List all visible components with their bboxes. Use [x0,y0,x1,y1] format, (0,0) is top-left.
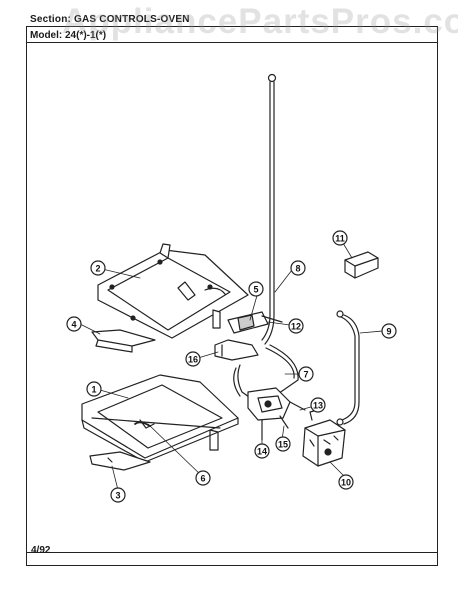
footer-divider [26,552,438,553]
callout-11: 11 [332,230,348,246]
callout-8-label: 8 [295,264,300,274]
date-code: 4/92 [31,545,51,556]
thermostat-bulb-holder [214,339,259,361]
pilot-tubing [233,344,299,403]
leader-lines [79,237,384,491]
callout-16-label: 16 [188,355,198,365]
callout-7: 7 [298,366,314,382]
diagram-frame [26,26,438,566]
broiler-shield-plate [91,243,249,353]
callout-2-label: 2 [95,264,100,274]
oven-burner-tube [261,73,277,345]
igniter-assembly [227,311,283,334]
callout-6-label: 6 [200,474,205,484]
callout-9: 9 [381,323,397,339]
callout-13-label: 13 [313,401,323,411]
callout-15-label: 15 [278,440,288,450]
callout-10: 10 [338,474,354,490]
burner-baffle-plate [81,374,239,471]
model-title: Model: 24(*)-1(*) [30,30,107,41]
callout-2: 2 [90,260,106,276]
callout-3: 3 [110,487,126,503]
callout-7-label: 7 [303,370,308,380]
gas-supply-tube [336,310,360,426]
callout-5: 5 [248,281,264,297]
callout-8: 8 [290,260,306,276]
callout-14-label: 14 [257,447,267,457]
header-divider [26,42,438,43]
safety-valve [247,387,306,441]
callout-10-label: 10 [341,478,351,488]
callout-4: 4 [66,316,82,332]
oven-gas-valve [302,409,346,467]
callout-6: 6 [195,470,211,486]
callout-9-label: 9 [386,327,391,337]
callout-15: 15 [275,436,291,452]
callout-4-label: 4 [71,320,76,330]
callout-14: 14 [254,443,270,459]
thermostat-module [344,251,379,279]
callout-13: 13 [310,397,326,413]
callout-1: 1 [86,381,102,397]
callout-11-label: 11 [335,234,345,244]
callout-3-label: 3 [115,491,120,501]
callout-12-label: 12 [291,322,301,332]
callout-1-label: 1 [91,385,96,395]
callout-16: 16 [185,351,201,367]
section-title: Section: GAS CONTROLS-OVEN [30,14,190,25]
callout-12: 12 [288,318,304,334]
callout-5-label: 5 [253,285,258,295]
